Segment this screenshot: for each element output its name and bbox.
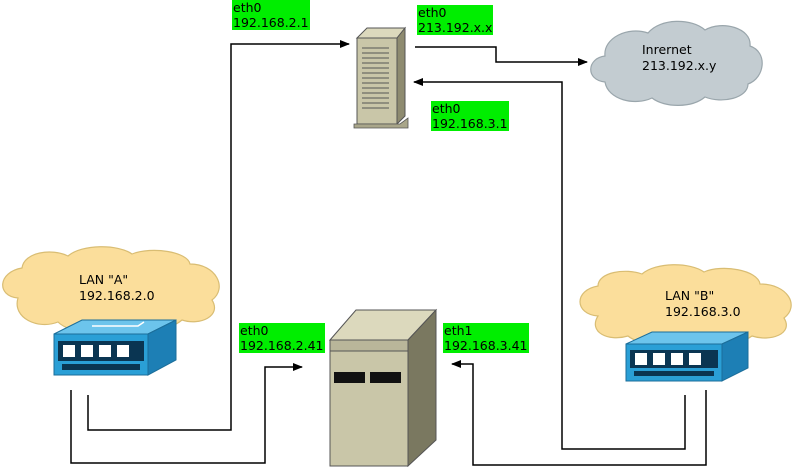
server-eth0-label: eth0 192.168.2.41: [239, 323, 325, 353]
interface-ip: 192.168.2.1: [233, 15, 309, 30]
lan-a-cloud-label: LAN "A" 192.168.2.0: [79, 272, 155, 304]
interface-name: eth0: [240, 323, 269, 338]
cloud-ip: 192.168.2.0: [79, 288, 155, 303]
lan-b-cloud-label: LAN "B" 192.168.3.0: [665, 288, 741, 320]
interface-ip: 192.168.2.41: [240, 338, 324, 353]
gw-eth0-wan-label: eth0 213.192.x.x: [417, 5, 494, 35]
cloud-ip: 213.192.x.y: [642, 58, 717, 73]
cloud-name: Inrernet: [642, 42, 692, 57]
interface-ip: 192.168.3.1: [432, 116, 508, 131]
cloud-ip: 192.168.3.0: [665, 304, 741, 319]
cloud-name: LAN "B": [665, 288, 715, 303]
interface-name: eth0: [233, 0, 262, 15]
cloud-name: LAN "A": [79, 272, 129, 287]
link-lan-b-to-gateway: [413, 78, 686, 450]
interface-name: eth0: [418, 5, 447, 20]
link-gateway-to-internet: [415, 46, 588, 66]
main-server-icon: [328, 308, 438, 468]
link-lan-b-to-server: [451, 360, 707, 466]
gateway-server-icon: [353, 26, 409, 129]
switch-a-icon: [53, 319, 177, 376]
interface-name: eth1: [444, 323, 473, 338]
server-eth1-label: eth1 192.168.3.41: [443, 323, 529, 353]
internet-cloud-label: Inrernet 213.192.x.y: [642, 42, 716, 74]
gw-eth0-lan-b-label: eth0 192.168.3.1: [431, 101, 509, 131]
interface-ip: 192.168.3.41: [444, 338, 528, 353]
gw-eth0-lan-label: eth0 192.168.2.1: [232, 0, 310, 30]
link-lan-a-to-gateway: [87, 40, 350, 431]
interface-name: eth0: [432, 101, 461, 116]
link-lan-a-to-server: [70, 363, 303, 464]
switch-b-icon: [625, 331, 749, 382]
internet-cloud-icon: [590, 20, 763, 106]
interface-ip: 213.192.x.x: [418, 20, 493, 35]
